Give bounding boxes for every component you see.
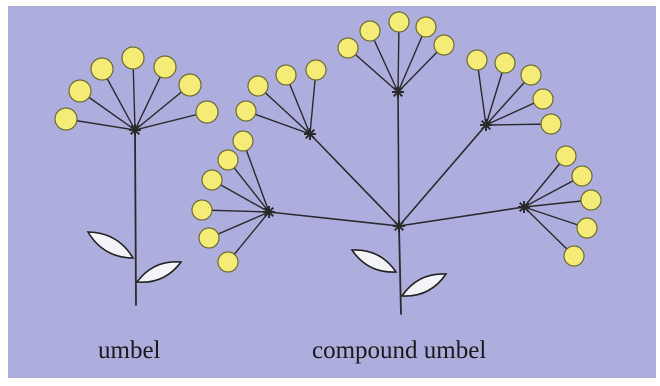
compound-umbellet-1-ray <box>242 140 270 213</box>
flower-11 <box>191 199 213 221</box>
compound-umbellet-4-ray <box>476 59 487 126</box>
flower-28 <box>555 145 577 167</box>
compound-umbellet-4-ray <box>485 123 552 126</box>
compound-umbellet-2-node <box>304 128 316 140</box>
flower-19 <box>359 20 381 42</box>
compound-umbellet-4-ray <box>485 62 506 126</box>
compound-umbellet-5-ray <box>523 175 583 208</box>
compound-umbellet-2-ray <box>285 74 311 135</box>
umbel-ray <box>134 66 166 131</box>
umbel-leaf-right <box>135 261 183 283</box>
compound-umbellet-1-node <box>263 206 275 218</box>
flower-4 <box>121 46 145 70</box>
flower-20 <box>388 11 410 33</box>
compound-leaf-right <box>400 273 448 297</box>
flower-24 <box>494 52 516 74</box>
compound-umbellet-1-ray <box>211 179 270 213</box>
compound-umbellet-3-ray <box>397 26 427 93</box>
compound-umbellet-3-ray <box>347 47 399 93</box>
flower-8 <box>232 130 254 152</box>
umbel-ray <box>132 57 136 131</box>
flower-5 <box>153 55 177 79</box>
flower-18 <box>337 37 359 59</box>
flower-15 <box>247 75 269 97</box>
compound-umbellet-4-ray <box>485 74 532 126</box>
flower-25 <box>520 64 542 86</box>
flower-27 <box>540 113 562 135</box>
flower-32 <box>563 245 585 267</box>
flower-26 <box>532 88 554 110</box>
flower-21 <box>415 16 437 38</box>
diagram-panel <box>8 6 656 378</box>
flower-1 <box>54 107 78 131</box>
compound-umbellet-5-ray <box>523 206 588 229</box>
compound-umbellet-1-ray <box>227 211 270 263</box>
flower-29 <box>571 165 593 187</box>
compound-leaf-left <box>350 249 398 273</box>
umbel-ray <box>134 84 191 131</box>
flower-23 <box>466 49 488 71</box>
flower-30 <box>580 189 602 211</box>
flower-10 <box>201 169 223 191</box>
stems-layer <box>65 21 592 315</box>
compound-umbel-label: compound umbel <box>312 337 487 364</box>
compound-main-stem <box>398 225 402 315</box>
flowers-layer <box>54 11 602 273</box>
compound-umbellet-3-node <box>392 86 404 98</box>
compound-umbellet-3-ray <box>369 30 399 93</box>
flower-16 <box>275 64 297 86</box>
flower-9 <box>217 149 239 171</box>
compound-umbellet-2-ray <box>309 69 317 135</box>
umbel-ray <box>134 111 208 131</box>
flower-31 <box>576 217 598 239</box>
umbel-ray <box>65 118 136 131</box>
flower-14 <box>235 100 257 122</box>
compound-umbellet-5-ray <box>523 206 575 257</box>
compound-hub-node <box>393 220 405 232</box>
compound-umbellet-2-ray <box>245 110 311 135</box>
compound-primary-ray-5 <box>398 206 525 227</box>
flower-7 <box>195 100 219 124</box>
umbel-node <box>129 124 141 136</box>
umbel-label: umbel <box>98 337 161 364</box>
flower-17 <box>305 59 327 81</box>
compound-primary-ray-3 <box>397 91 400 227</box>
compound-umbellet-5-node <box>518 201 530 213</box>
umbel-leaf-left <box>86 231 135 259</box>
flower-6 <box>178 73 202 97</box>
compound-umbellet-1-ray <box>227 159 270 213</box>
umbel-main-stem <box>134 129 137 306</box>
compound-umbellet-1-ray <box>208 211 270 239</box>
flower-2 <box>68 79 92 103</box>
compound-primary-ray-2 <box>309 133 400 227</box>
flower-13 <box>217 251 239 273</box>
compound-umbellet-3-ray <box>397 44 445 93</box>
compound-umbellet-2-ray <box>257 85 311 135</box>
compound-umbellet-4-node <box>480 119 492 131</box>
compound-umbellet-5-ray <box>523 155 567 208</box>
compound-primary-ray-1 <box>268 211 400 227</box>
compound-umbellet-1-ray <box>201 209 270 213</box>
compound-umbellet-5-ray <box>523 199 592 208</box>
compound-umbellet-3-ray <box>397 21 400 93</box>
nodes-layer <box>129 86 530 232</box>
leaves-layer <box>86 231 448 297</box>
compound-primary-ray-4 <box>398 124 487 227</box>
flower-12 <box>198 227 220 249</box>
flower-3 <box>90 57 114 81</box>
flower-22 <box>433 34 455 56</box>
